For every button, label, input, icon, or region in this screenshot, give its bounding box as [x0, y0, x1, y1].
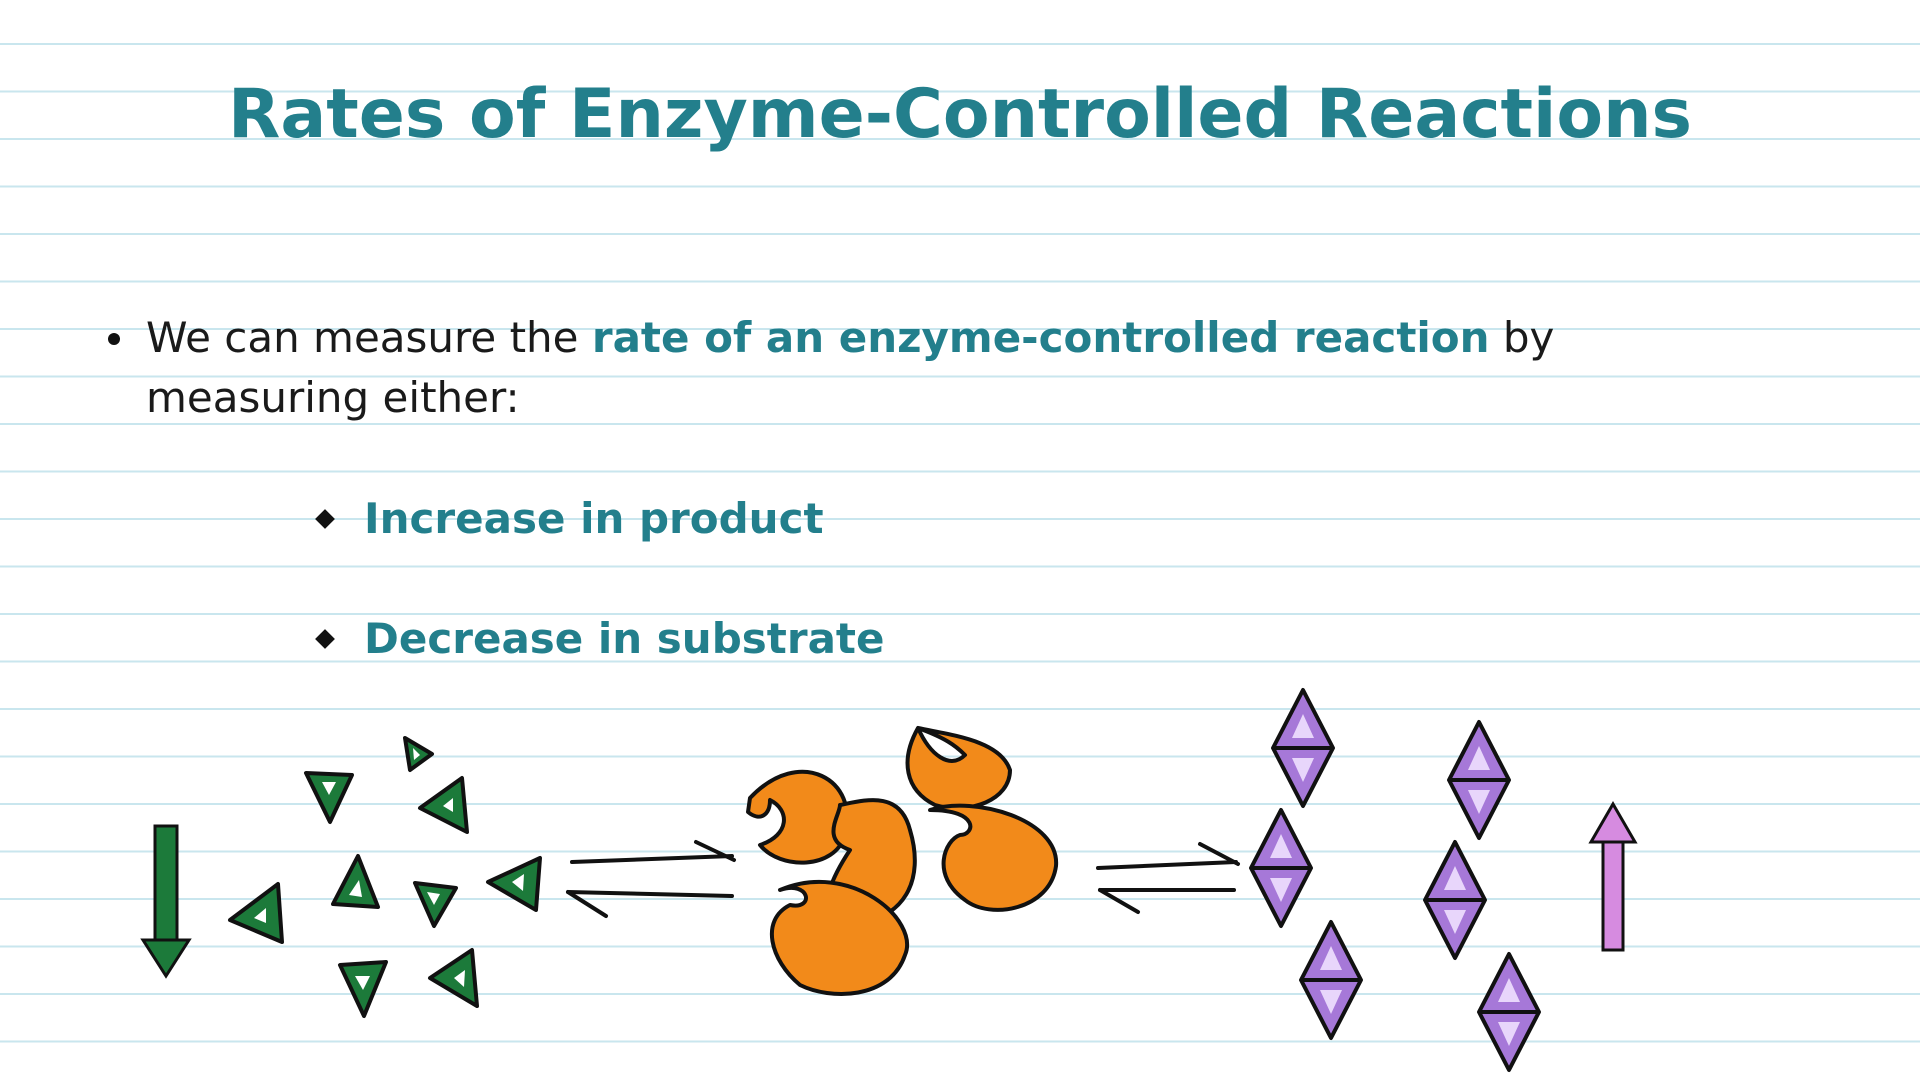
main-bullet: We can measure the rate of an enzyme-con… [108, 308, 1786, 428]
bullet-highlight: rate of an enzyme-controlled reaction [591, 313, 1490, 362]
substrate-triangle-icon [428, 948, 479, 1008]
substrate-triangle-icon [228, 882, 284, 944]
product-diamond-icon [1423, 840, 1487, 960]
sub-item-product: Increase in product [315, 492, 824, 546]
bullet-text-prefix: We can measure the [146, 313, 592, 362]
enzyme-icon [746, 769, 850, 865]
equilibrium-arrows-icon [1096, 842, 1240, 914]
arrow-up-icon [1588, 801, 1638, 952]
substrate-triangle-icon [486, 856, 542, 912]
enzyme-icon [928, 803, 1059, 912]
product-diamond-icon [1299, 920, 1363, 1040]
substrate-triangle-icon [331, 854, 380, 909]
slide-title: Rates of Enzyme-Controlled Reactions [228, 75, 1692, 154]
equilibrium-arrows-icon [566, 840, 736, 918]
substrate-triangle-icon [418, 776, 469, 834]
arrow-down-icon [140, 824, 192, 979]
enzyme-icon [905, 726, 1012, 811]
substrate-molecules [228, 736, 542, 1018]
product-diamond-icon [1271, 688, 1335, 808]
product-diamond-icon [1477, 952, 1541, 1072]
product-diamond-icon [1249, 808, 1313, 928]
substrate-triangle-icon [304, 771, 354, 824]
enzyme-icon [770, 879, 909, 996]
substrate-triangle-icon [403, 736, 434, 772]
enzyme-molecules [746, 726, 1059, 996]
reaction-diagram [140, 688, 1638, 1072]
diamond-bullet-icon [315, 509, 335, 529]
substrate-triangle-icon [413, 881, 458, 928]
bullet-dot-icon [108, 333, 120, 345]
product-molecules [1249, 688, 1541, 1072]
substrate-triangle-icon [338, 960, 388, 1018]
product-diamond-icon [1447, 720, 1511, 840]
bullet-text-suffix: by measuring either: [146, 313, 1555, 422]
sub-item-label: Decrease in substrate [364, 614, 885, 663]
sub-item-substrate: Decrease in substrate [315, 612, 885, 666]
diamond-bullet-icon [315, 629, 335, 649]
sub-item-label: Increase in product [364, 494, 824, 543]
